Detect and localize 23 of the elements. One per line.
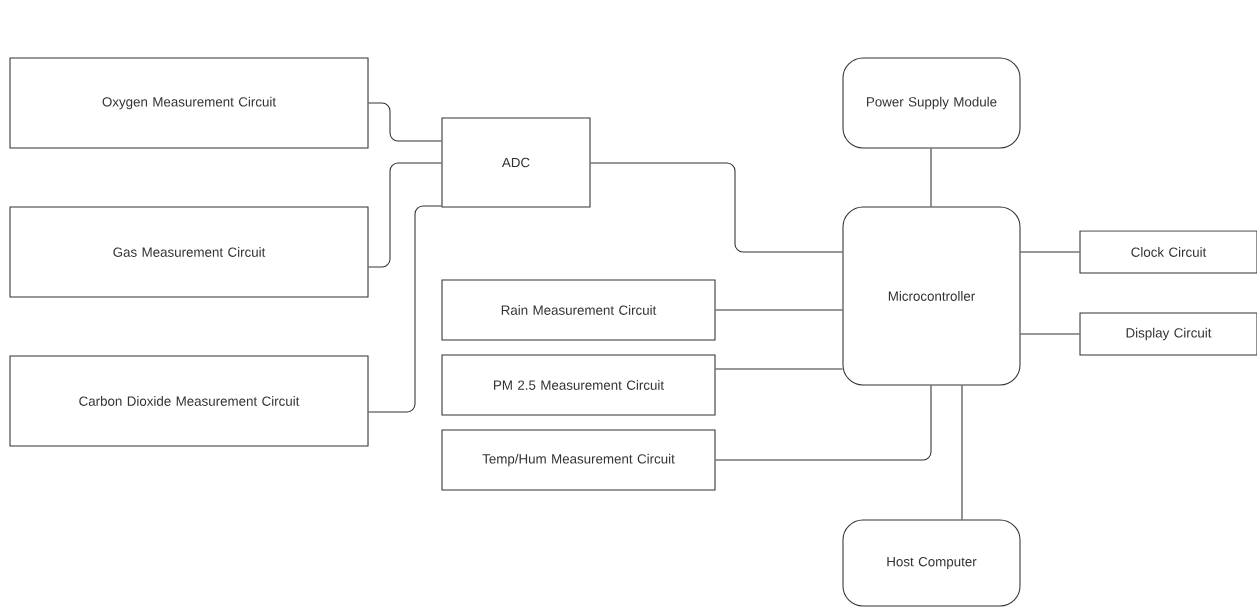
- circuit-box: Gas Measurement Circuit: [9, 206, 369, 298]
- connector-line: [1020, 333, 1080, 335]
- connector-line: [715, 309, 843, 311]
- connector-line: [368, 162, 442, 268]
- circuit-box: Display Circuit: [1079, 312, 1257, 356]
- circuit-box: Clock Circuit: [1079, 230, 1257, 274]
- circuit-box: Oxygen Measurement Circuit: [9, 57, 369, 149]
- circuit-box: ADC: [441, 117, 591, 208]
- connector-line: [715, 385, 932, 461]
- connector-line: [1020, 251, 1080, 253]
- rounded-box: Power Supply Module: [842, 57, 1021, 149]
- connector-line: [961, 385, 963, 520]
- circuit-box: Rain Measurement Circuit: [441, 279, 716, 341]
- connector-line: [930, 148, 932, 207]
- rounded-box: Microcontroller: [842, 206, 1021, 386]
- rounded-box: Host Computer: [842, 519, 1021, 607]
- circuit-box: Temp/Hum Measurement Circuit: [441, 429, 716, 491]
- circuit-box: PM 2.5 Measurement Circuit: [441, 354, 716, 416]
- connector-line: [368, 102, 442, 142]
- connector-line: [715, 368, 843, 370]
- circuit-box: Carbon Dioxide Measurement Circuit: [9, 355, 369, 447]
- connector-line: [368, 205, 442, 413]
- connector-line: [590, 162, 843, 253]
